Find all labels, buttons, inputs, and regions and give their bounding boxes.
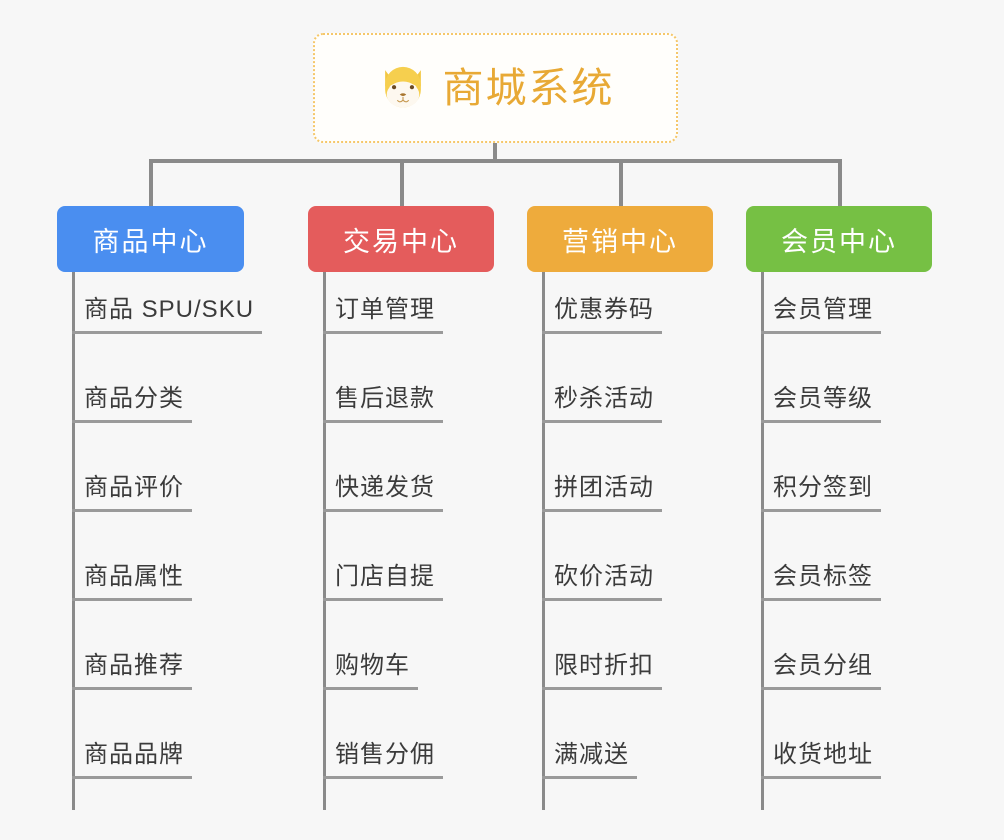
connector-horizontal-bus — [151, 159, 841, 163]
leaf-label: 快递发货 — [323, 476, 443, 512]
leaf-label: 会员管理 — [761, 298, 881, 334]
leaf-label: 商品属性 — [72, 565, 192, 601]
leaf-label: 优惠券码 — [542, 298, 662, 334]
leaf-label: 销售分佣 — [323, 743, 443, 779]
leaf-label: 商品分类 — [72, 387, 192, 423]
leaf-label: 拼团活动 — [542, 476, 662, 512]
leaf-item[interactable]: 商品品牌 — [72, 743, 192, 779]
leaf-label: 商品 SPU/SKU — [72, 298, 263, 334]
leaf-label: 商品推荐 — [72, 654, 192, 690]
leaf-label: 积分签到 — [761, 476, 881, 512]
branch-header-4[interactable]: 会员中心 — [746, 206, 932, 272]
connector-drop-1 — [149, 159, 153, 207]
branch-header-label-1: 商品中心 — [92, 226, 209, 257]
leaf-label: 商品品牌 — [72, 743, 192, 779]
leaf-item[interactable]: 销售分佣 — [323, 743, 443, 779]
leaf-label: 会员分组 — [761, 654, 881, 690]
leaf-item[interactable]: 商品分类 — [72, 387, 192, 423]
leaf-item[interactable]: 会员分组 — [761, 654, 881, 690]
leaf-item[interactable]: 快递发货 — [323, 476, 443, 512]
leaf-item[interactable]: 会员等级 — [761, 387, 881, 423]
leaf-item[interactable]: 拼团活动 — [542, 476, 662, 512]
leaf-item[interactable]: 限时折扣 — [542, 654, 662, 690]
branch-trunk-1 — [72, 272, 75, 810]
leaf-label: 门店自提 — [323, 565, 443, 601]
root-node-shop-system[interactable]: 商城系统 — [313, 33, 678, 143]
leaf-label: 满减送 — [542, 743, 637, 779]
leaf-item[interactable]: 售后退款 — [323, 387, 443, 423]
leaf-item[interactable]: 会员管理 — [761, 298, 881, 334]
branch-trunk-4 — [761, 272, 764, 810]
branch-header-label-4: 会员中心 — [781, 226, 897, 257]
leaf-label: 收货地址 — [761, 743, 881, 779]
leaf-label: 购物车 — [323, 654, 418, 690]
leaf-label: 砍价活动 — [542, 565, 662, 601]
leaf-item[interactable]: 商品属性 — [72, 565, 192, 601]
leaf-item[interactable]: 优惠券码 — [542, 298, 662, 334]
connector-drop-3 — [619, 159, 623, 207]
leaf-item[interactable]: 秒杀活动 — [542, 387, 662, 423]
connector-root-stem — [493, 143, 497, 163]
branch-header-3[interactable]: 营销中心 — [527, 206, 713, 272]
leaf-item[interactable]: 商品推荐 — [72, 654, 192, 690]
leaf-item[interactable]: 门店自提 — [323, 565, 443, 601]
leaf-label: 商品评价 — [72, 476, 192, 512]
leaf-label: 售后退款 — [323, 387, 443, 423]
branch-header-1[interactable]: 商品中心 — [57, 206, 244, 272]
leaf-item[interactable]: 积分签到 — [761, 476, 881, 512]
leaf-item[interactable]: 满减送 — [542, 743, 637, 779]
connector-drop-4 — [838, 159, 842, 207]
leaf-item[interactable]: 商品评价 — [72, 476, 192, 512]
branch-header-label-2: 交易中心 — [343, 226, 459, 257]
leaf-label: 会员标签 — [761, 565, 881, 601]
dog-face-icon — [384, 66, 421, 108]
branch-trunk-2 — [323, 272, 326, 810]
branch-trunk-3 — [542, 272, 545, 810]
leaf-item[interactable]: 商品 SPU/SKU — [72, 298, 263, 334]
leaf-label: 限时折扣 — [542, 654, 662, 690]
leaf-item[interactable]: 砍价活动 — [542, 565, 662, 601]
root-node-title: 商城系统 — [442, 64, 615, 111]
leaf-item[interactable]: 会员标签 — [761, 565, 881, 601]
leaf-item[interactable]: 订单管理 — [323, 298, 443, 334]
leaf-item[interactable]: 收货地址 — [761, 743, 881, 779]
leaf-label: 订单管理 — [323, 298, 443, 334]
connector-drop-2 — [400, 159, 404, 207]
leaf-item[interactable]: 购物车 — [323, 654, 418, 690]
branch-header-2[interactable]: 交易中心 — [308, 206, 494, 272]
leaf-label: 秒杀活动 — [542, 387, 662, 423]
leaf-label: 会员等级 — [761, 387, 881, 423]
branch-header-label-3: 营销中心 — [562, 226, 678, 257]
